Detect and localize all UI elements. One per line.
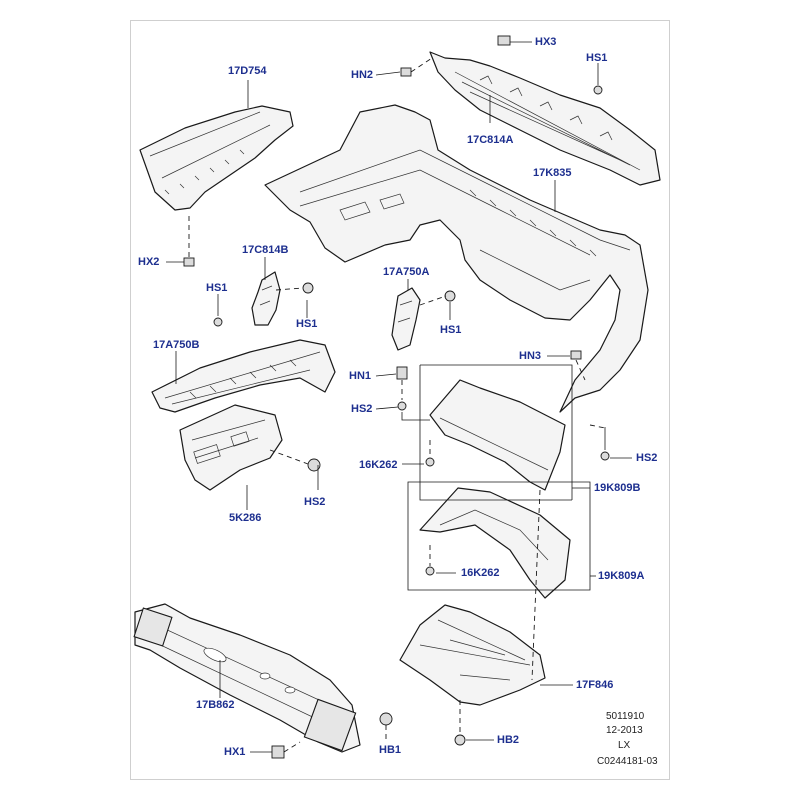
callout-19k809b: 19K809B [594,482,641,494]
callout-hs2-mid: HS2 [351,403,373,415]
group-bracket-19k809b [419,364,590,501]
callout-17f846: 17F846 [576,679,614,691]
fastener-hn2 [400,67,412,77]
fastener-hs1-top [593,85,603,95]
part-19k809b [429,379,566,491]
callout-17a750b: 17A750B [153,339,200,351]
callout-hs1-left: HS1 [206,282,228,294]
callout-hs2-right: HS2 [636,452,658,464]
fastener-hb2 [454,734,466,746]
part-17b862 [133,603,361,753]
leader-lines [166,41,632,753]
callout-hb1: HB1 [379,744,402,756]
fastener-16k262-a [425,457,435,467]
callout-hs2-left: HS2 [304,496,326,508]
callout-16k262-a: 16K262 [359,459,398,471]
callout-hs1-mid: HS1 [296,318,318,330]
callout-19k809a: 19K809A [598,570,645,582]
callout-17d754: 17D754 [228,65,267,77]
callout-hn3: HN3 [519,350,542,362]
part-5k286 [179,404,283,491]
part-19k809a [419,487,571,599]
callout-hs1-top: HS1 [586,52,608,64]
callout-hx3: HX3 [535,36,557,48]
callout-hx1: HX1 [224,746,246,758]
callout-17a750a: 17A750A [383,266,430,278]
part-17c814a [429,51,661,186]
callout-17c814b: 17C814B [242,244,289,256]
callout-hn1: HN1 [349,370,372,382]
group-bracket-19k809a [407,481,596,591]
callout-17k835: 17K835 [533,167,572,179]
callout-hb2: HB2 [497,734,520,746]
fastener-hs1-left [213,317,223,327]
fastener-hb1 [379,712,393,726]
ref-line-4: C0244181-03 [597,756,658,767]
part-17a750b [151,339,336,413]
part-17c814b [251,271,281,326]
fastener-hs1-center [444,290,456,302]
part-17k835 [264,104,649,413]
ref-line-1: 5011910 [606,711,645,722]
fastener-hx1 [271,745,285,759]
fastener-hn1 [396,366,408,380]
callout-hn2: HN2 [351,69,374,81]
ref-line-2: 12-2013 [606,725,643,736]
fastener-hx3 [497,35,511,46]
part-17d754 [139,105,294,211]
fastener-hx2 [183,257,195,267]
fastener-hs2-mid [397,401,407,411]
ref-line-3: LX [618,740,631,751]
callout-17b862: 17B862 [196,699,235,711]
callout-5k286: 5K286 [229,512,262,524]
callout-hx2: HX2 [138,256,160,268]
callout-16k262-b: 16K262 [461,567,500,579]
fastener-hs2-right [600,451,610,461]
part-17f846 [399,604,546,706]
callout-17c814a: 17C814A [467,134,514,146]
fastener-16k262-b [425,566,435,576]
callout-hs1-center: HS1 [440,324,462,336]
fastener-hs1-mid [302,282,314,294]
fastener-hs2-left [307,458,321,472]
fastener-hn3 [570,350,582,360]
part-17a750a [391,287,421,351]
